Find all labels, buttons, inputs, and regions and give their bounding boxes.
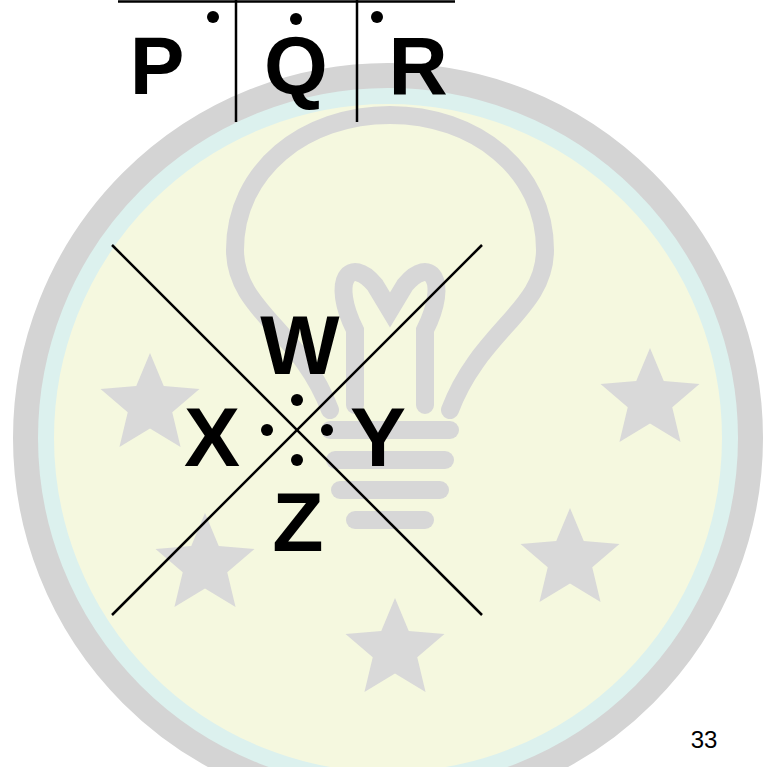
- watermark-star: [601, 348, 700, 442]
- watermark-star: [156, 513, 255, 607]
- cipher-letter: P: [130, 25, 185, 107]
- cipher-letter: R: [388, 25, 447, 107]
- cipher-letter: W: [260, 303, 339, 387]
- cipher-letter: Y: [350, 395, 406, 479]
- cipher-letter: X: [184, 395, 240, 479]
- page-number: 33: [691, 728, 718, 752]
- watermark-star: [346, 598, 445, 692]
- cipher-letter: Z: [272, 480, 323, 564]
- watermark-star: [521, 508, 620, 602]
- cipher-letter: Q: [264, 25, 328, 107]
